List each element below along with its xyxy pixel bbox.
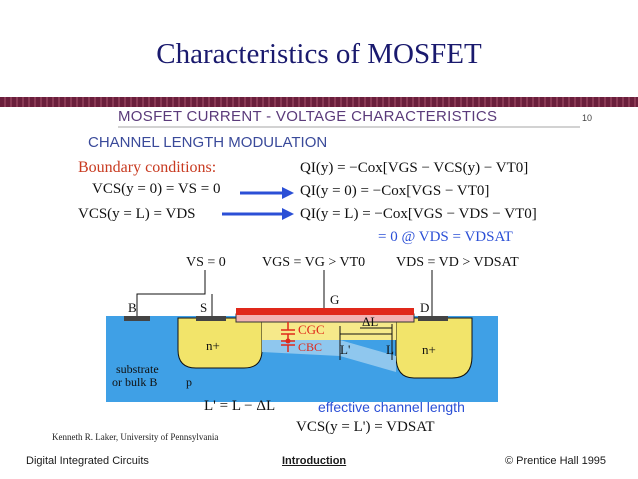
- footer-center-link[interactable]: Introduction: [282, 455, 347, 467]
- gate-terminal-label: G: [330, 292, 340, 307]
- bulk-contact: [124, 316, 150, 321]
- source-diffusion: [177, 317, 263, 369]
- p-label: p: [186, 375, 192, 389]
- figure-header: MOSFET CURRENT - VOLTAGE CHARACTERISTICS: [118, 108, 498, 125]
- footer-right: © Prentice Hall 1995: [505, 455, 607, 467]
- arrow-icon: [240, 187, 294, 199]
- drain-n-plus: n+: [422, 342, 436, 357]
- right-equation-3: = 0 @ VDS = VDSAT: [378, 229, 513, 245]
- right-equation-2: QI(y = L) = −Cox[VGS − VDS − VT0]: [300, 206, 537, 222]
- delta-l-label: ΔL: [362, 314, 379, 329]
- l-prime-equation: L' = L − ΔL: [204, 398, 276, 414]
- title-rule: [0, 97, 638, 107]
- source-terminal-label: S: [200, 300, 208, 315]
- depletion-wedge: [262, 340, 396, 372]
- gate-electrode: [236, 308, 414, 315]
- figure-page-number: 10: [582, 113, 593, 123]
- vgs-label: VGS = VG > VT0: [262, 255, 366, 270]
- bulk-terminal-label: B: [128, 300, 137, 315]
- left-equation-1: VCS(y = 0) = VS = 0: [92, 181, 221, 197]
- l-label: L: [386, 342, 394, 357]
- vs-label: VS = 0: [186, 255, 226, 270]
- channel-region: [262, 322, 396, 340]
- right-equation-1: QI(y = 0) = −Cox[VGS − VT0]: [300, 183, 490, 199]
- vcs-equation: VCS(y = L') = VDSAT: [296, 419, 435, 435]
- drain-terminal-label: D: [420, 300, 430, 315]
- footer-left: Digital Integrated Circuits: [26, 455, 149, 467]
- substrate-label: substrate: [116, 362, 159, 376]
- source-n-plus: n+: [206, 338, 220, 353]
- figure-credit: Kenneth R. Laker, University of Pennsylv…: [52, 432, 219, 442]
- right-equation-0: QI(y) = −Cox[VGS − VCS(y) − VT0]: [300, 160, 529, 176]
- cgc-label: CGC: [298, 322, 325, 337]
- drain-contact: [418, 316, 448, 321]
- figure-subheader: CHANNEL LENGTH MODULATION: [88, 134, 328, 151]
- effective-channel-length: effective channel length: [318, 399, 465, 415]
- boundary-conditions-label: Boundary conditions:: [78, 159, 217, 176]
- drain-diffusion: [395, 317, 473, 379]
- l-prime-label: L': [340, 342, 351, 357]
- source-contact: [196, 316, 226, 321]
- gate-oxide: [235, 313, 415, 323]
- arrow-icon: [222, 208, 294, 220]
- left-equation-2: VCS(y = L) = VDS: [78, 206, 196, 222]
- bulk-label: or bulk B: [112, 375, 158, 389]
- vds-label: VDS = VD > VDSAT: [396, 255, 519, 270]
- slide-title: Characteristics of MOSFET: [156, 38, 482, 70]
- cbc-label: CBC: [298, 340, 323, 354]
